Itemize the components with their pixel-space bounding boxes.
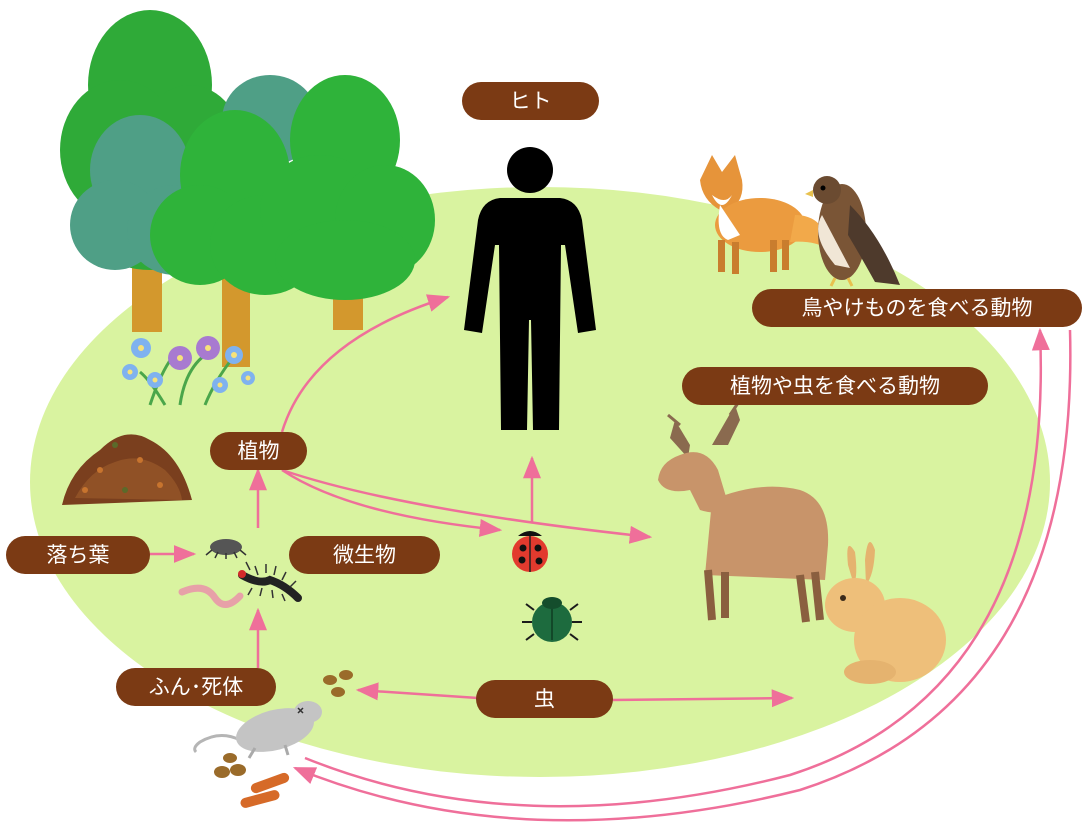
arrow-plants-to-human xyxy=(280,294,451,433)
dung-icon xyxy=(214,670,353,808)
beetle-icon xyxy=(522,597,582,642)
tree-icon xyxy=(60,10,435,367)
arrow-plants-to-insects xyxy=(281,468,503,537)
label-fallen-leaves: 落ち葉 xyxy=(6,536,150,574)
leaf-litter-icon xyxy=(62,434,192,505)
label-predators: 鳥やけものを食べる動物 xyxy=(752,289,1082,327)
label-human: ヒト xyxy=(462,82,599,120)
arrow-predators-to-dung xyxy=(292,329,1072,822)
label-insects: 虫 xyxy=(476,680,613,718)
arrow-corpses-to-predators xyxy=(304,327,1050,808)
arrow-insects-to-herbivores xyxy=(609,689,795,708)
flower-icon xyxy=(122,336,255,406)
dead-mouse-icon xyxy=(193,701,322,759)
arrow-insects-to-dung xyxy=(355,682,479,701)
human-silhouette-icon xyxy=(464,147,596,430)
hawk-icon xyxy=(805,176,900,287)
label-herbivores: 植物や虫を食べる動物 xyxy=(682,367,988,405)
arrow-plants-to-herbivores xyxy=(281,468,653,544)
rabbit-icon xyxy=(825,542,946,684)
flow-arrows xyxy=(148,294,1072,822)
centipede-icon xyxy=(238,561,302,602)
meadow-ground xyxy=(30,187,1050,777)
deer-icon xyxy=(658,402,829,623)
ladybug-icon xyxy=(512,531,548,572)
label-plants: 植物 xyxy=(210,432,307,470)
label-dung-corpses: ふん･死体 xyxy=(116,668,276,706)
label-microbes: 微生物 xyxy=(289,536,440,574)
earthworm-icon xyxy=(178,584,244,608)
woodlouse-icon xyxy=(205,539,247,559)
